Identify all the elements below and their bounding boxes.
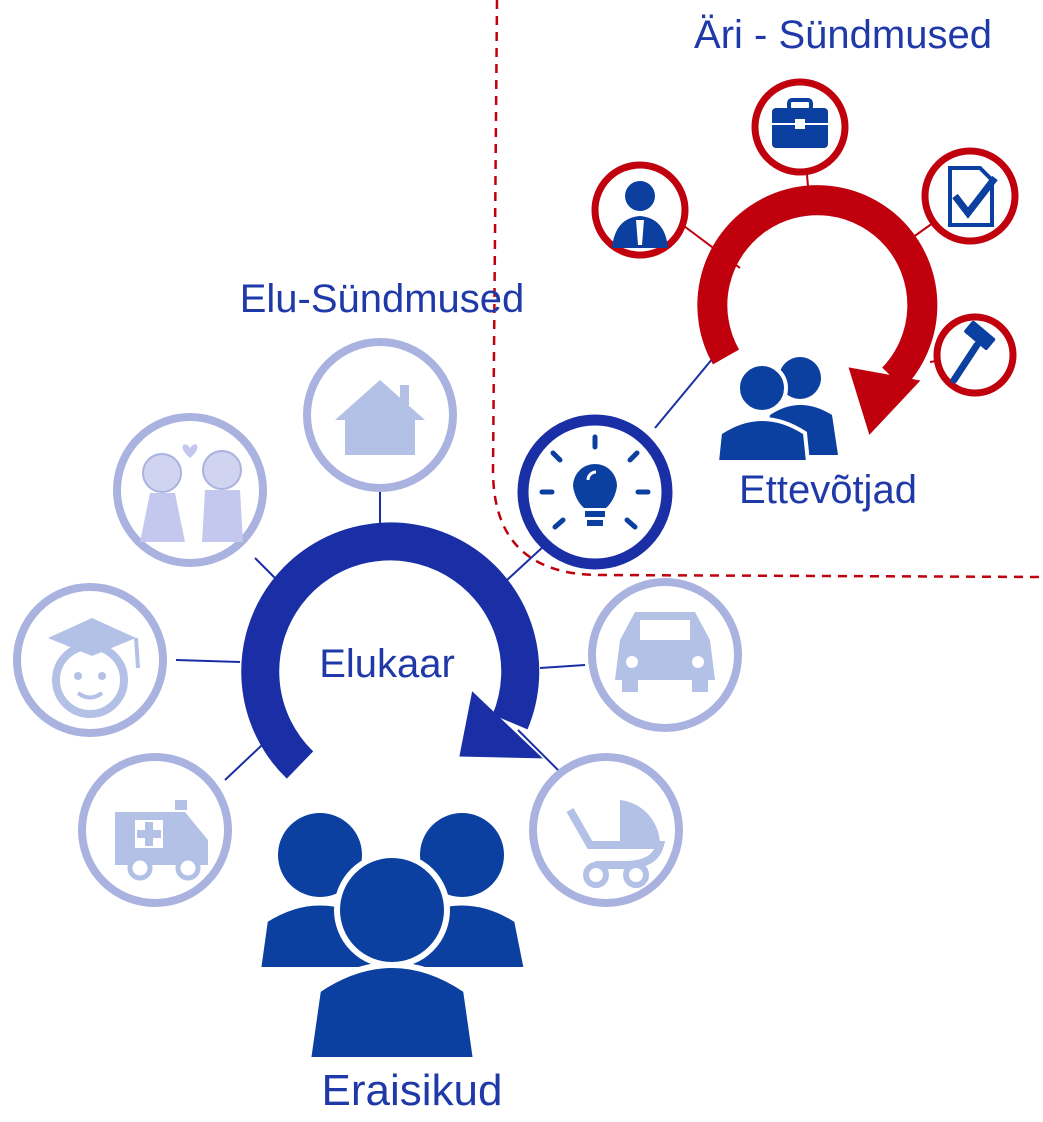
graduate-icon: [13, 583, 167, 737]
life-arrowhead: [459, 691, 543, 759]
private-people-icon: [254, 807, 531, 1063]
gavel-icon: [933, 313, 1017, 397]
life-cycle-arrow: [241, 522, 540, 779]
business-group-label: Ettevõtjad: [739, 468, 917, 512]
briefcase-icon: [751, 78, 849, 176]
business-arrowhead: [848, 367, 921, 435]
business-link-line: [654, 351, 719, 429]
business-cycle-arrow: [697, 185, 938, 389]
business-cycle: [591, 78, 1019, 464]
person-in-suit-icon: [591, 161, 689, 259]
life-cycle: [13, 338, 742, 1063]
private-group-label: Eraisikud: [322, 1066, 503, 1115]
baby-stroller-icon: [529, 753, 683, 907]
business-people-icon: [714, 357, 838, 464]
house-icon: [303, 338, 457, 492]
document-check-icon: [921, 147, 1019, 245]
business-section-title: Äri - Sündmused: [694, 13, 992, 57]
life-cycle-label: Elukaar: [319, 642, 455, 686]
life-connectors: [175, 490, 586, 781]
ambulance-icon: [78, 753, 232, 907]
wedding-couple-icon: [113, 413, 267, 567]
lightbulb-icon: [517, 414, 673, 570]
car-icon: [588, 578, 742, 732]
domain-divider: [491, 0, 1043, 579]
life-section-title: Elu-Sündmused: [240, 277, 525, 321]
